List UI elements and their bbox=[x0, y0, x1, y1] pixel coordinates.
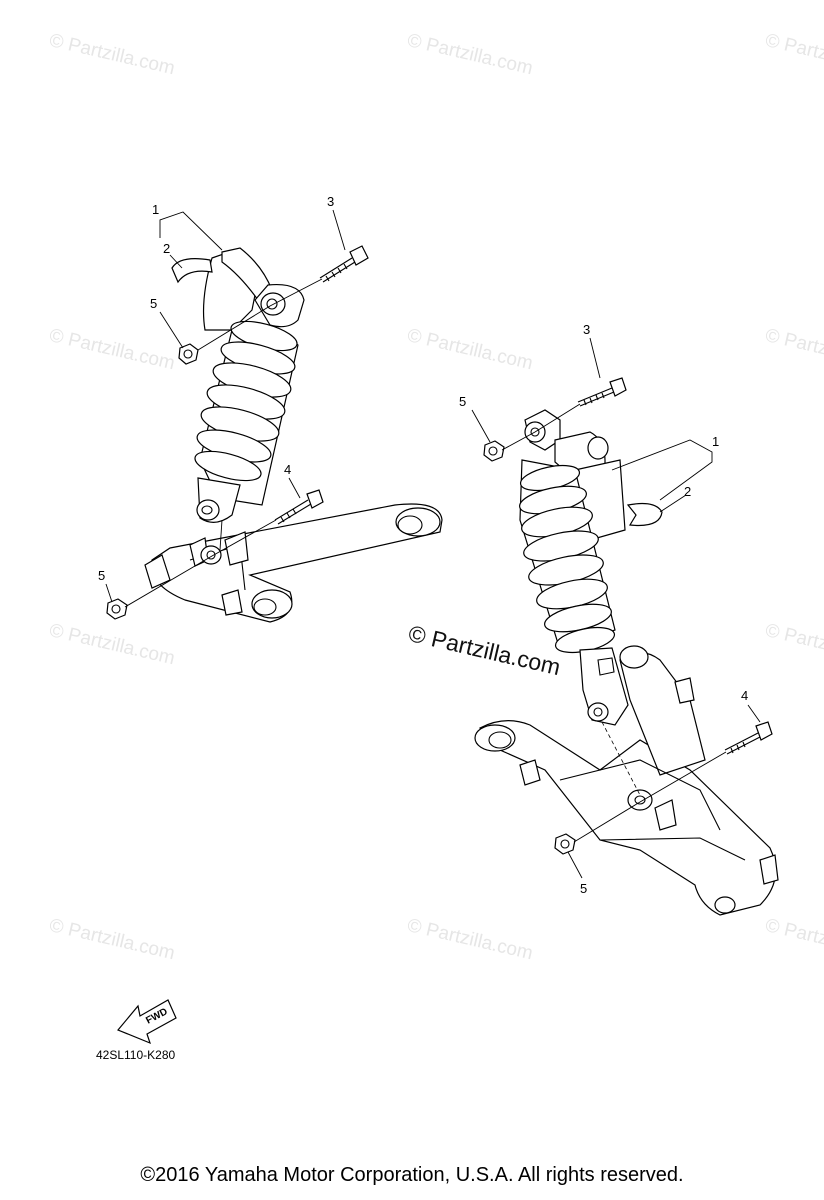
right-band-part-2 bbox=[626, 502, 663, 527]
callout-right-4: 4 bbox=[741, 688, 748, 703]
callout-right-2: 2 bbox=[684, 484, 691, 499]
left-band-part-2 bbox=[171, 258, 213, 284]
callout-left-5b: 5 bbox=[98, 568, 105, 583]
left-lower-bolt-part-4 bbox=[274, 489, 324, 525]
diagram-code: 42SL110-K280 bbox=[96, 1048, 176, 1062]
callout-right-3: 3 bbox=[583, 322, 590, 337]
callout-right-5b: 5 bbox=[580, 881, 587, 896]
callout-right-1: 1 bbox=[712, 434, 719, 449]
left-shock-assembly: 1 2 3 4 5 5 bbox=[98, 194, 443, 623]
right-shock-absorber bbox=[519, 409, 629, 726]
right-nut-upper-part-5 bbox=[483, 440, 505, 462]
right-spring bbox=[519, 464, 616, 654]
callout-left-3: 3 bbox=[327, 194, 334, 209]
right-lower-arm bbox=[474, 645, 779, 916]
left-lower-arm bbox=[144, 503, 443, 623]
right-shock-assembly: 3 5 1 2 4 5 bbox=[459, 322, 779, 916]
left-spring bbox=[194, 320, 298, 482]
callout-left-5a: 5 bbox=[150, 296, 157, 311]
left-nut-upper-part-5 bbox=[178, 343, 199, 365]
right-nut-lower-part-5 bbox=[554, 833, 576, 855]
left-upper-bolt-part-3 bbox=[319, 245, 369, 283]
callout-left-1: 1 bbox=[152, 202, 159, 217]
callout-right-5a: 5 bbox=[459, 394, 466, 409]
fwd-arrow-icon: FWD bbox=[117, 999, 177, 1045]
left-nut-lower-part-5 bbox=[106, 598, 128, 620]
callout-left-2: 2 bbox=[163, 241, 170, 256]
right-upper-bolt-part-3 bbox=[577, 377, 627, 407]
copyright-notice: ©2016 Yamaha Motor Corporation, U.S.A. A… bbox=[140, 1164, 684, 1186]
right-lower-bolt-part-4 bbox=[724, 721, 773, 755]
left-shock-absorber bbox=[194, 247, 305, 565]
callout-left-4: 4 bbox=[284, 462, 291, 477]
